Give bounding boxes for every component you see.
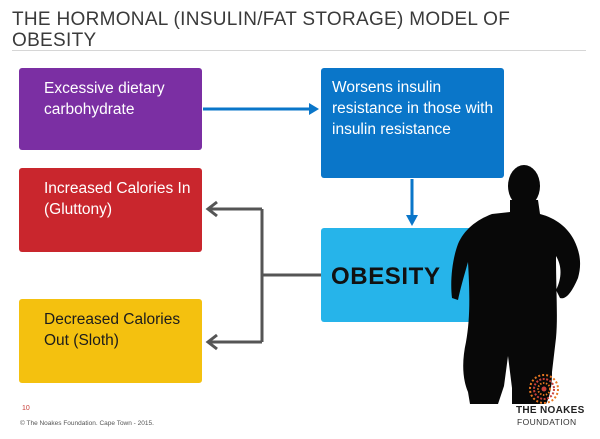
human-silhouette-icon (451, 165, 581, 404)
calories-out-box-label: Decreased Calories Out (Sloth) (44, 311, 181, 349)
slide-number: 10 (22, 405, 30, 412)
copyright-text: © The Noakes Foundation. Cape Town - 201… (20, 420, 154, 427)
title-divider (12, 50, 586, 51)
calories-in-box: Increased Calories In (Gluttony) (19, 168, 202, 252)
slide-title: THE HORMONAL (INSULIN/FAT STORAGE) MODEL… (12, 9, 511, 51)
calories-out-box: Decreased Calories Out (Sloth) (19, 299, 202, 383)
logo-text-line2: FOUNDATION (517, 417, 577, 427)
carbohydrate-box-label: Excessive dietary carbohydrate (44, 80, 165, 118)
carbohydrate-box: Excessive dietary carbohydrate (19, 68, 202, 150)
obesity-label: OBESITY (331, 263, 441, 290)
calories-in-box-label: Increased Calories In (Gluttony) (44, 180, 191, 218)
arrow-carb-to-insulin (203, 103, 319, 115)
arrow-insulin-to-obesity (406, 179, 418, 226)
insulin-resistance-box: Worsens insulin resistance in those with… (321, 68, 504, 178)
logo-text-line1: THE NOAKES (516, 405, 585, 416)
insulin-resistance-box-label: Worsens insulin resistance in those with… (332, 79, 494, 138)
noakes-foundation-logo-icon (529, 374, 559, 404)
arrow-obesity-to-calories (205, 200, 321, 351)
